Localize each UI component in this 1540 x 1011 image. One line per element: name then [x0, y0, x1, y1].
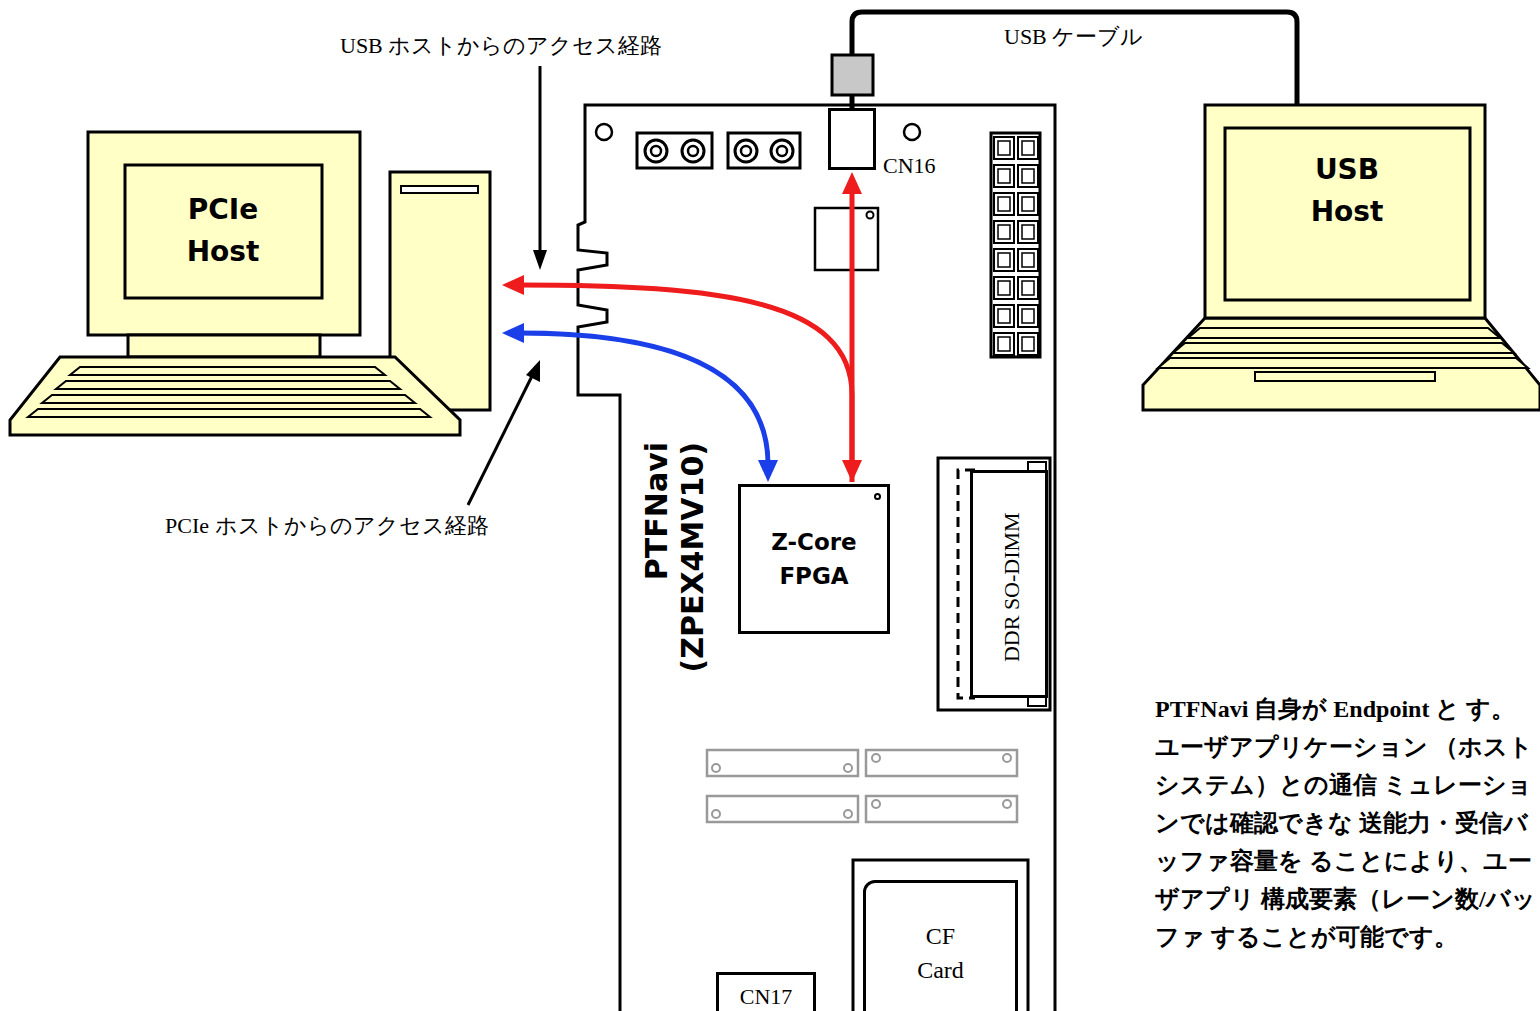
monitor-frame	[88, 132, 360, 335]
jack	[688, 146, 698, 156]
pad-hole	[844, 810, 852, 818]
jack	[771, 140, 793, 162]
key-row	[1158, 358, 1528, 368]
leader-arrowhead	[533, 250, 547, 270]
key-row	[28, 409, 430, 417]
laptop-base	[1143, 318, 1540, 410]
pad-footprint	[707, 750, 858, 776]
pad-hole	[872, 754, 880, 762]
jack	[651, 146, 661, 156]
route-caption: USB ホストからのアクセス経路	[340, 33, 662, 59]
laptop-screen	[1225, 128, 1470, 300]
monitor-screen	[125, 165, 322, 298]
jack	[735, 140, 757, 162]
arrowhead	[502, 275, 524, 295]
leader-line	[539, 66, 542, 252]
key-row	[1173, 343, 1514, 353]
small-chip	[815, 208, 878, 270]
card-label: CF Card	[911, 919, 971, 987]
leader-line	[468, 376, 532, 505]
connector-line	[852, 12, 1297, 108]
ptfnavi-board: PTFNavi (ZPEX4MV10) CN16Z-Core FPGA DDR SO…	[578, 105, 1055, 1011]
key-row	[56, 381, 400, 389]
space-bar	[1255, 372, 1435, 381]
cn17-connector: CN17	[716, 972, 816, 1011]
connector-name: CN16	[883, 153, 936, 179]
route-caption: PCIe ホストからのアクセス経路	[165, 513, 489, 539]
key-row	[42, 395, 415, 403]
usb-plug	[832, 55, 873, 95]
cn16-connector: CN16	[828, 108, 876, 170]
ddr-module: DDR SO-DIMM	[970, 470, 1048, 698]
pad-hole	[844, 764, 852, 772]
board-name: PTFNavi (ZPEX4MV10)	[639, 442, 711, 702]
host-label: PCIe Host	[158, 189, 288, 273]
cable-label: USB ケーブル	[1000, 24, 1147, 50]
fpga-chip: Z-Core FPGA	[738, 484, 890, 634]
dimm-slot	[938, 458, 1050, 710]
pad-footprint	[866, 750, 1017, 776]
jack	[645, 140, 667, 162]
arrowhead	[842, 172, 862, 194]
pad-hole	[1003, 800, 1011, 808]
monitor-stand	[128, 335, 320, 357]
module-label: DDR SO-DIMM	[999, 482, 1025, 692]
chip-label: Z-Core FPGA	[754, 525, 874, 593]
jack	[741, 146, 751, 156]
pad-hole	[1003, 754, 1011, 762]
arrowhead	[502, 323, 524, 343]
pad-hole	[712, 764, 720, 772]
pad-footprint	[707, 796, 858, 822]
pad-hole	[712, 810, 720, 818]
pcie-host-computer: PCIe Host	[88, 132, 492, 410]
cf-card: CF Card	[863, 880, 1018, 1011]
drive-slot	[401, 186, 478, 193]
jack-pair	[728, 133, 800, 168]
mount-hole	[904, 124, 920, 140]
connector-group	[502, 12, 1297, 482]
jack	[777, 146, 787, 156]
key-row	[70, 367, 385, 375]
description-text: PTFNavi 自身が Endpoint と す。ユーザアプリケーション （ホス…	[1155, 690, 1537, 956]
key-row	[1188, 328, 1500, 338]
jack	[682, 140, 704, 162]
host-label: USB Host	[1282, 149, 1412, 233]
mount-hole	[596, 124, 612, 140]
pin-header	[991, 133, 1040, 357]
connector-name: CN17	[740, 984, 793, 1010]
arrowhead	[758, 460, 778, 482]
pin1-mark	[874, 493, 881, 500]
connector	[852, 12, 1297, 108]
leader-arrowhead	[526, 360, 540, 382]
usb-host-laptop: USB Host	[1205, 105, 1485, 318]
pad-footprint	[866, 796, 1017, 822]
pad-hole	[872, 800, 880, 808]
pin1-mark	[867, 212, 874, 219]
jack-pair	[637, 133, 712, 168]
board-outline	[578, 105, 1055, 1011]
keyboard	[10, 357, 460, 435]
laptop-lid	[1205, 105, 1485, 318]
